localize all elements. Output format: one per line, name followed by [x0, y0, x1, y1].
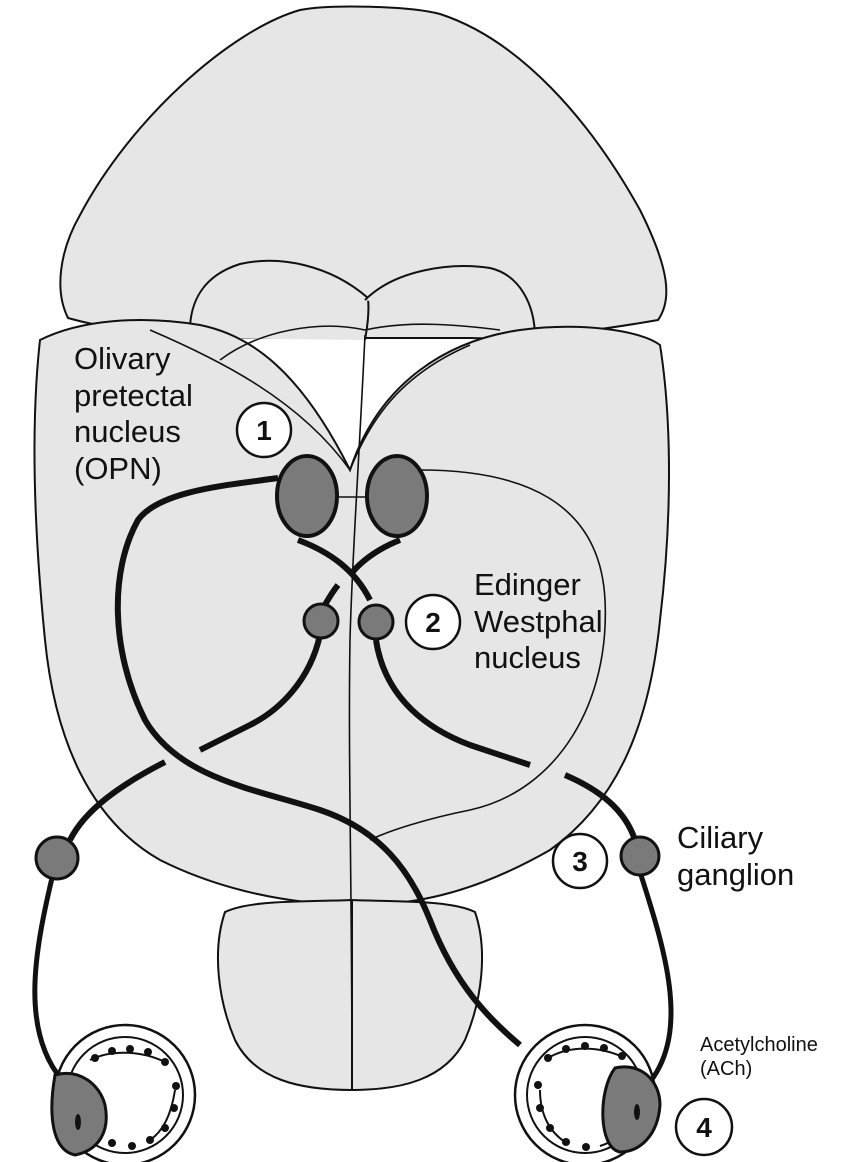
opn-label-line: (OPN): [74, 451, 193, 488]
ciliary-ganglion-right: [621, 837, 659, 875]
step-3-marker: 3: [553, 834, 607, 888]
acetylcholine-label: Acetylcholine (ACh): [700, 1033, 818, 1081]
ew-label-line: Edinger: [474, 567, 603, 604]
ciliary-label-line: ganglion: [677, 857, 794, 894]
opn-right-nucleus: [367, 456, 427, 536]
ew-left-nucleus: [304, 604, 338, 638]
ach-label-line: Acetylcholine: [700, 1033, 818, 1057]
eye-right: [515, 1025, 660, 1162]
ach-label-line: (ACh): [700, 1057, 818, 1081]
ew-label-line: Westphal: [474, 604, 603, 641]
step-4-marker: 4: [676, 1099, 732, 1155]
svg-text:4: 4: [696, 1112, 712, 1143]
step-2-marker: 2: [406, 595, 460, 649]
medulla-right: [352, 900, 482, 1090]
svg-text:3: 3: [572, 846, 588, 877]
edinger-westphal-label: Edinger Westphal nucleus: [474, 567, 603, 677]
opn-label: Olivary pretectal nucleus (OPN): [74, 341, 193, 487]
postganglionic-right: [640, 872, 671, 1082]
opn-label-line: pretectal: [74, 378, 193, 415]
medulla-left: [218, 900, 352, 1090]
forebrain: [60, 7, 666, 339]
opn-label-line: nucleus: [74, 414, 193, 451]
ciliary-ganglion-label: Ciliary ganglion: [677, 820, 794, 893]
ciliary-label-line: Ciliary: [677, 820, 794, 857]
ew-right-nucleus: [359, 605, 393, 639]
ciliary-ganglion-left: [36, 837, 78, 879]
step-1-marker: 1: [237, 403, 291, 457]
opn-left-nucleus: [277, 456, 337, 536]
eye-left: [52, 1025, 195, 1162]
ew-label-line: nucleus: [474, 640, 603, 677]
postganglionic-left: [35, 878, 62, 1080]
svg-text:2: 2: [425, 607, 441, 638]
opn-label-line: Olivary: [74, 341, 193, 378]
svg-text:1: 1: [256, 415, 272, 446]
